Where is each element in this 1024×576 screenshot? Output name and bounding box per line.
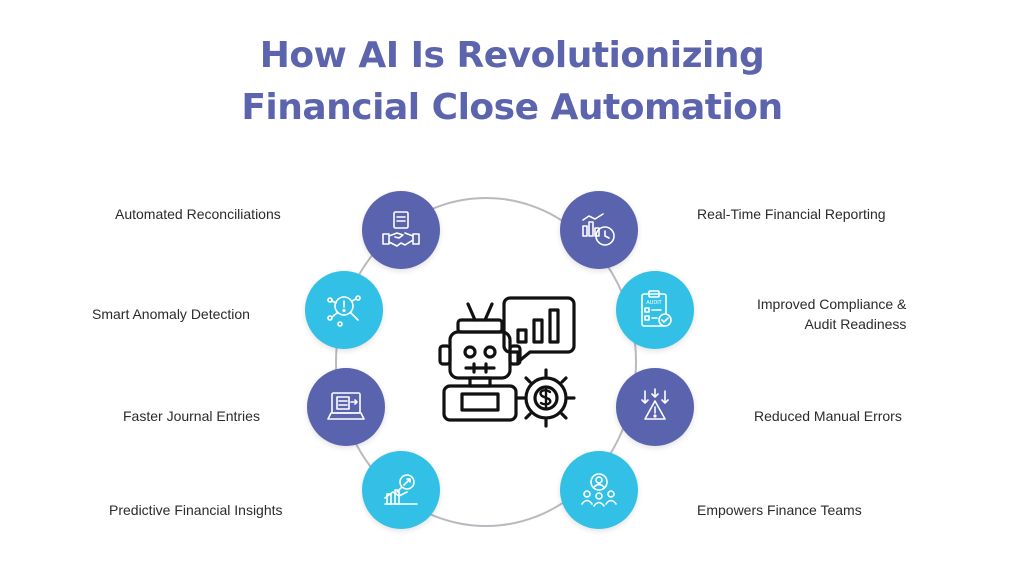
node-automated-reconciliations [362,191,440,269]
title-line-1: How AI Is Revolutionizing [259,35,765,76]
handshake-document-icon [382,211,420,247]
team-leader-icon [581,473,617,507]
node-reduced-manual-errors [616,368,694,446]
title-line-2: Financial Close Automation [241,87,783,128]
label-predictive-financial-insights: Predictive Financial Insights [109,502,283,518]
robot-with-chart-and-dollar-gear-icon [438,296,576,428]
laptop-document-icon [327,392,365,420]
magnifier-alert-icon [327,295,361,327]
connector-ring [335,197,637,527]
label-automated-reconciliations: Automated Reconciliations [115,206,281,222]
node-empowers-finance-teams [560,451,638,529]
label-improved-compliance: Improved Compliance & Audit Readiness [757,294,906,334]
node-smart-anomaly-detection [305,271,383,349]
chart-magnifier-icon [384,474,418,505]
label-improved-compliance-line-1: Improved Compliance & [757,296,907,312]
chart-clock-icon [582,213,615,246]
label-faster-journal-entries: Faster Journal Entries [123,408,260,424]
audit-clipboard-icon: AUDIT [641,290,672,327]
label-reduced-manual-errors: Reduced Manual Errors [754,408,902,424]
audit-text: AUDIT [646,300,662,306]
label-real-time-financial-reporting: Real-Time Financial Reporting [697,206,886,222]
node-improved-compliance: AUDIT [616,271,694,349]
label-smart-anomaly-detection: Smart Anomaly Detection [92,306,250,322]
label-empowers-finance-teams: Empowers Finance Teams [697,502,862,518]
node-real-time-financial-reporting [560,191,638,269]
node-predictive-financial-insights [362,451,440,529]
warning-arrows-icon [641,388,669,420]
label-improved-compliance-line-2: Audit Readiness [804,316,907,332]
node-faster-journal-entries [307,368,385,446]
